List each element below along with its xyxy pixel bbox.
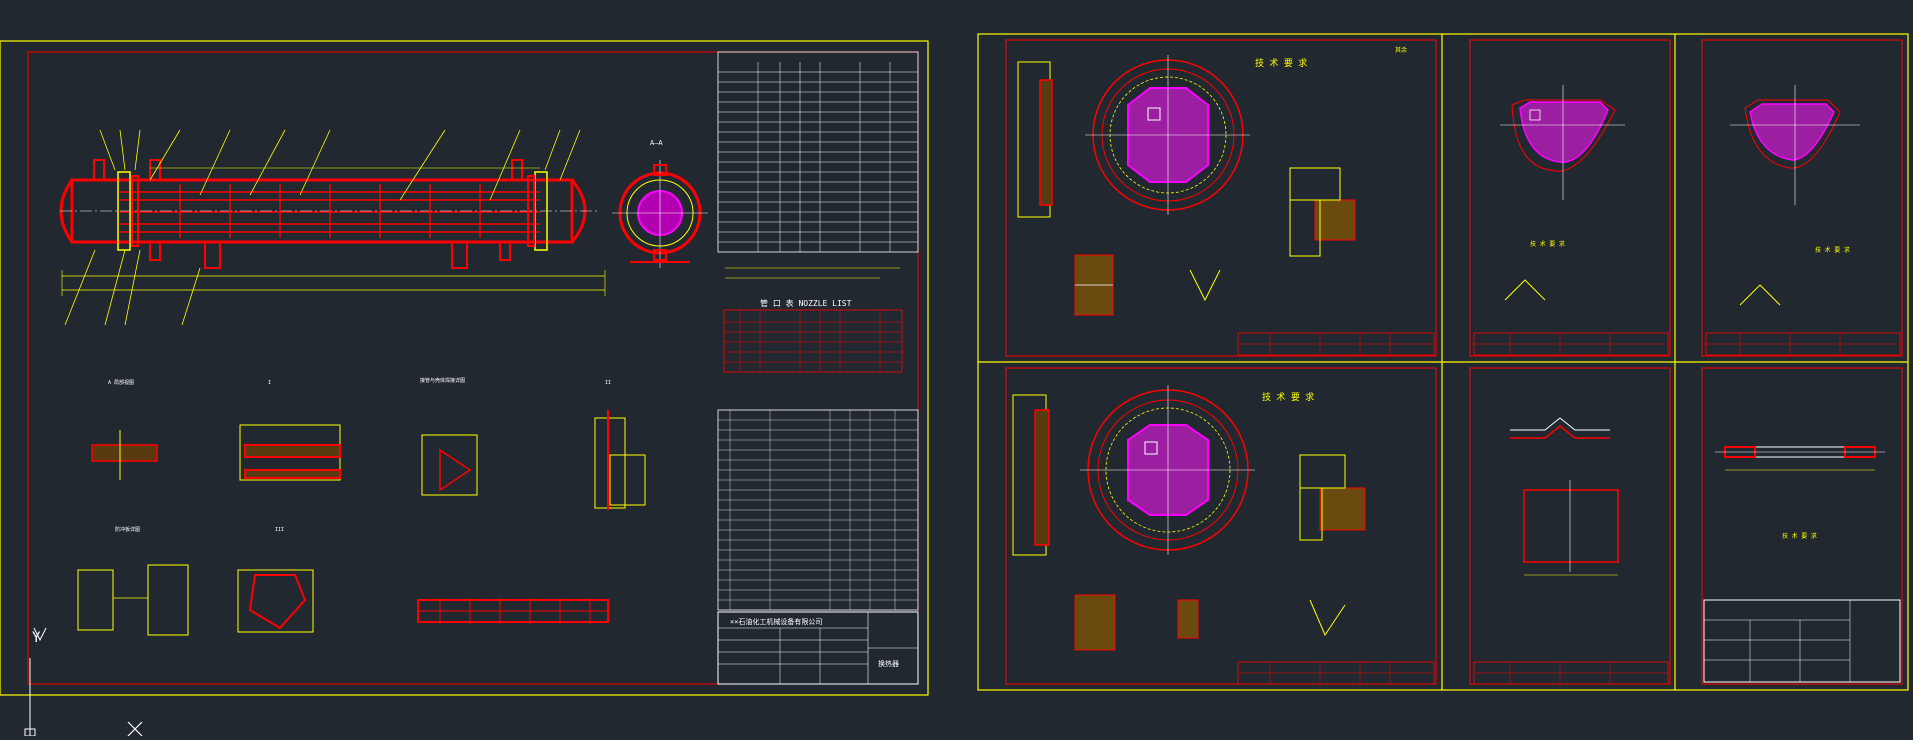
parts-list-table [717, 409, 919, 611]
detail-label-impingement: 防冲板详图 [115, 526, 140, 533]
sheet-tubesheet-bottom[interactable]: 技 术 要 求 [1005, 367, 1437, 685]
detail-label-iii: III [275, 527, 284, 533]
section-a-a-view: A—A [612, 139, 708, 268]
part-detail-sheets[interactable]: 技 术 要 求 其余 技 术 要 求 [977, 33, 1909, 691]
sheet6-border [1701, 367, 1903, 685]
nozzle-list-title: 管 口 表 NOZZLE LIST [760, 298, 852, 308]
detail-label-weld: 接管与壳体焊接详图 [420, 377, 465, 384]
technical-specification-table [717, 51, 919, 279]
sheet4-border [1005, 367, 1437, 685]
nozzle-list-table: 管 口 表 NOZZLE LIST [723, 298, 903, 373]
detail-label-i: I [268, 380, 271, 386]
sheet2-border [1469, 39, 1671, 357]
section-a-a-label: A—A [650, 139, 663, 147]
sheet6-tech-req-heading: 技 术 要 求 [1782, 532, 1817, 540]
sheet3-tech-req-heading: 技 术 要 求 [1815, 246, 1850, 254]
title-block-company: ××石油化工机械设备有限公司 [730, 617, 822, 626]
detail-label-a: A 局部视图 [108, 379, 134, 386]
sheet3-border [1701, 39, 1903, 357]
main-assembly-sheet[interactable]: A—A [0, 40, 929, 696]
main-sheet-inner-border [27, 51, 919, 685]
sheet-tie-rod[interactable]: 技 术 要 求 [1701, 367, 1903, 685]
heat-exchanger-elevation-view [59, 129, 606, 326]
sheet1-border [1005, 39, 1437, 357]
title-block-drawing-name: 换热器 [878, 659, 899, 668]
sheet1-roughness-label: 其余 [1395, 46, 1407, 54]
detail-views: A 局部视图 I 接管与壳体焊接详图 II 防冲板详图 III [77, 377, 646, 636]
main-sheet-outer-frame [0, 40, 929, 696]
ucs-y-label: Y [32, 630, 41, 646]
detail-label-ii: II [605, 380, 611, 386]
sheet-baffle-a[interactable]: 技 术 要 求 [1469, 39, 1671, 357]
sheet-baffle-b[interactable]: 技 术 要 求 [1701, 39, 1903, 357]
crosshair-cursor-icon [127, 721, 143, 737]
sheet-tubesheet-top[interactable]: 技 术 要 求 其余 [1005, 39, 1437, 357]
sheet2-tech-req-heading: 技 术 要 求 [1530, 240, 1565, 248]
sheet4-tech-req-heading: 技 术 要 求 [1262, 391, 1314, 403]
sheet-impingement-plate[interactable] [1469, 367, 1671, 685]
main-title-block: ××石油化工机械设备有限公司 换热器 [717, 611, 919, 685]
sheet1-tech-req-heading: 技 术 要 求 [1255, 57, 1307, 69]
